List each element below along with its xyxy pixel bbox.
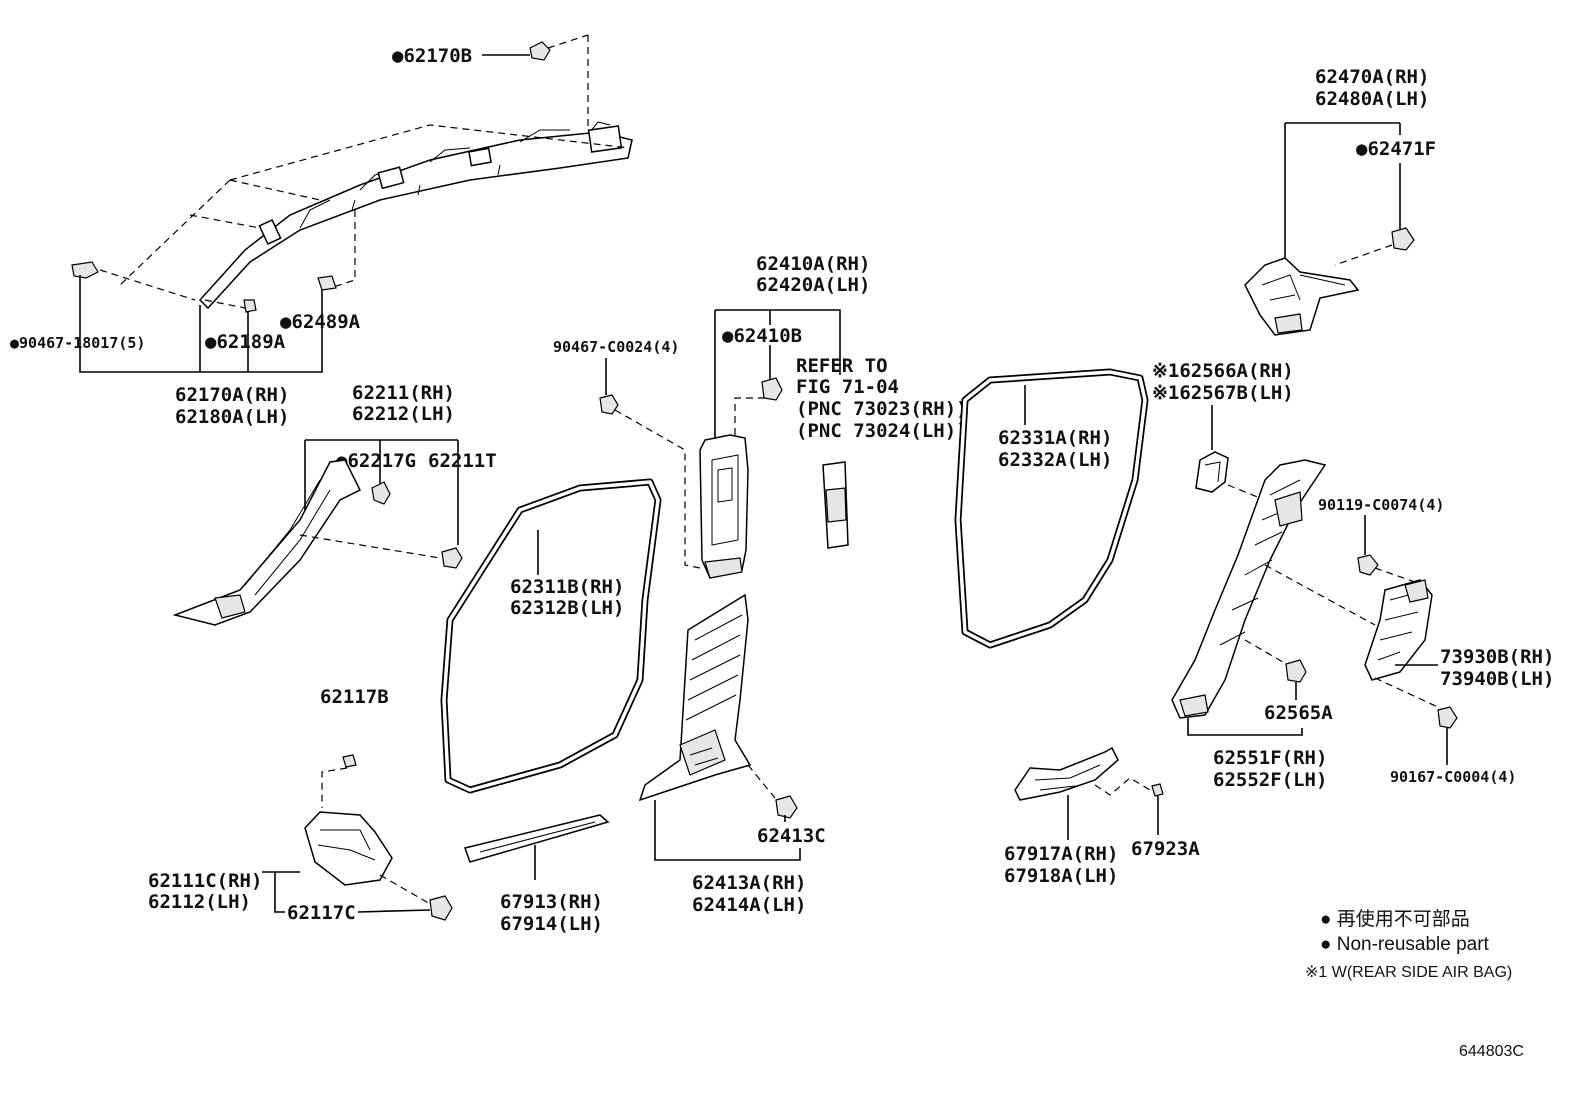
- front-scuff-plate: [464, 814, 610, 863]
- seat-belt-retractor: [1364, 579, 1433, 681]
- label-refer-4: (PNC 73024(LH)): [796, 420, 968, 442]
- clip-icon-62211T: [441, 547, 463, 569]
- label-62413C: 62413C: [757, 825, 826, 847]
- label-62170A: 62170A(RH): [175, 384, 289, 406]
- clip-icon-90467-C0024: [599, 394, 619, 415]
- rear-roof-side-garnish: [1244, 257, 1360, 336]
- label-90119: 90119-C0074(4): [1318, 496, 1444, 514]
- label-62565A: 62565A: [1264, 702, 1333, 724]
- label-90467-C0024: 90467-C0024(4): [553, 338, 679, 356]
- label-90167: 90167-C0004(4): [1390, 768, 1516, 786]
- diagram-id: 644803C: [1459, 1043, 1524, 1060]
- bolt-icon-90119: [1357, 554, 1379, 576]
- label-62312B: 62312B(LH): [510, 597, 624, 619]
- clip-icon-62565A: [1285, 659, 1307, 683]
- label-62212: 62212(LH): [352, 403, 455, 425]
- label-67923A: 67923A: [1131, 838, 1200, 860]
- front-door-weatherstrip: [440, 478, 662, 794]
- legend-note: ※1 W(REAR SIDE AIR BAG): [1305, 964, 1512, 981]
- legend: ● 再使用不可部品 ● Non-reusable part ※1 W(REAR …: [1305, 908, 1512, 981]
- label-62217G: ●62217G: [336, 450, 416, 472]
- airbag-cover-bracket: [1195, 451, 1229, 493]
- clip-icon-62413C: [775, 795, 798, 819]
- clip-icon-62471F: [1391, 227, 1415, 251]
- seatbelt-anchor-cover: [822, 461, 849, 549]
- rear-door-weatherstrip: [954, 368, 1149, 649]
- clip-icon-90467: [71, 261, 99, 279]
- label-62489A: ●62489A: [280, 311, 361, 333]
- label-62112: 62112(LH): [148, 891, 251, 913]
- label-62332A: 62332A(LH): [998, 449, 1112, 471]
- label-62311B: 62311B(RH): [510, 576, 624, 598]
- label-67918A: 67918A(LH): [1004, 865, 1118, 887]
- bolt-icon-62170B: [529, 41, 551, 61]
- legend-en: ● Non-reusable part: [1320, 934, 1490, 955]
- clip-icon-62117B: [342, 754, 357, 768]
- label-67913: 67913(RH): [500, 891, 603, 913]
- label-62566A: ※162566A(RH): [1152, 360, 1294, 382]
- roof-side-rail-assembly: [198, 121, 633, 310]
- label-refer-2: FIG 71-04: [796, 376, 899, 398]
- cowl-side-trim: [304, 811, 393, 886]
- roof-rail-dashed-outline: [99, 34, 631, 309]
- legend-jp: ● 再使用不可部品: [1320, 908, 1470, 930]
- clip-icon-62217G: [371, 481, 391, 505]
- label-62420A: 62420A(LH): [756, 274, 870, 296]
- label-62211: 62211(RH): [352, 382, 455, 404]
- center-pillar-lower-garnish: [638, 593, 752, 802]
- clip-icon-62410B: [761, 377, 783, 401]
- label-62471F: ●62471F: [1356, 138, 1436, 160]
- rear-scuff-plate: [1014, 746, 1119, 801]
- label-67914: 67914(LH): [500, 913, 603, 935]
- label-refer-1: REFER TO: [796, 355, 888, 377]
- label-62189A: ●62189A: [205, 331, 286, 353]
- label-62180A: 62180A(LH): [175, 406, 289, 428]
- label-62552F: 62552F(LH): [1213, 769, 1327, 791]
- clip-icon-67923A: [1151, 783, 1164, 797]
- clip-icon-62189A: [243, 299, 257, 313]
- label-62331A: 62331A(RH): [998, 427, 1112, 449]
- label-62567B: ※162567B(LH): [1152, 382, 1294, 404]
- label-62117C: 62117C: [287, 902, 356, 924]
- center-pillar-rear-garnish: [1171, 459, 1327, 719]
- label-62551F: 62551F(RH): [1213, 747, 1327, 769]
- label-62410B: ●62410B: [722, 325, 802, 347]
- label-62170B: ●62170B: [392, 45, 472, 67]
- clip-icon-62489A: [317, 275, 337, 291]
- label-62413A: 62413A(RH): [692, 872, 806, 894]
- front-pillar-garnish: [172, 459, 362, 626]
- label-62470A: 62470A(RH): [1315, 66, 1429, 88]
- label-62414A: 62414A(LH): [692, 894, 806, 916]
- label-refer-3: (PNC 73023(RH)): [796, 398, 968, 420]
- bolt-icon-90167: [1437, 706, 1458, 729]
- label-62211T: 62211T: [428, 450, 497, 472]
- label-90467-18017: ●90467-18017(5): [10, 334, 145, 352]
- label-62480A: 62480A(LH): [1315, 88, 1429, 110]
- label-62117B: 62117B: [320, 686, 389, 708]
- label-62111C: 62111C(RH): [148, 870, 262, 892]
- clip-icon-62117C: [429, 895, 453, 921]
- label-62410A: 62410A(RH): [756, 253, 870, 275]
- label-73940B: 73940B(LH): [1440, 668, 1554, 690]
- center-pillar-upper-garnish: [699, 434, 749, 579]
- label-73930B: 73930B(RH): [1440, 646, 1554, 668]
- label-67917A: 67917A(RH): [1004, 843, 1118, 865]
